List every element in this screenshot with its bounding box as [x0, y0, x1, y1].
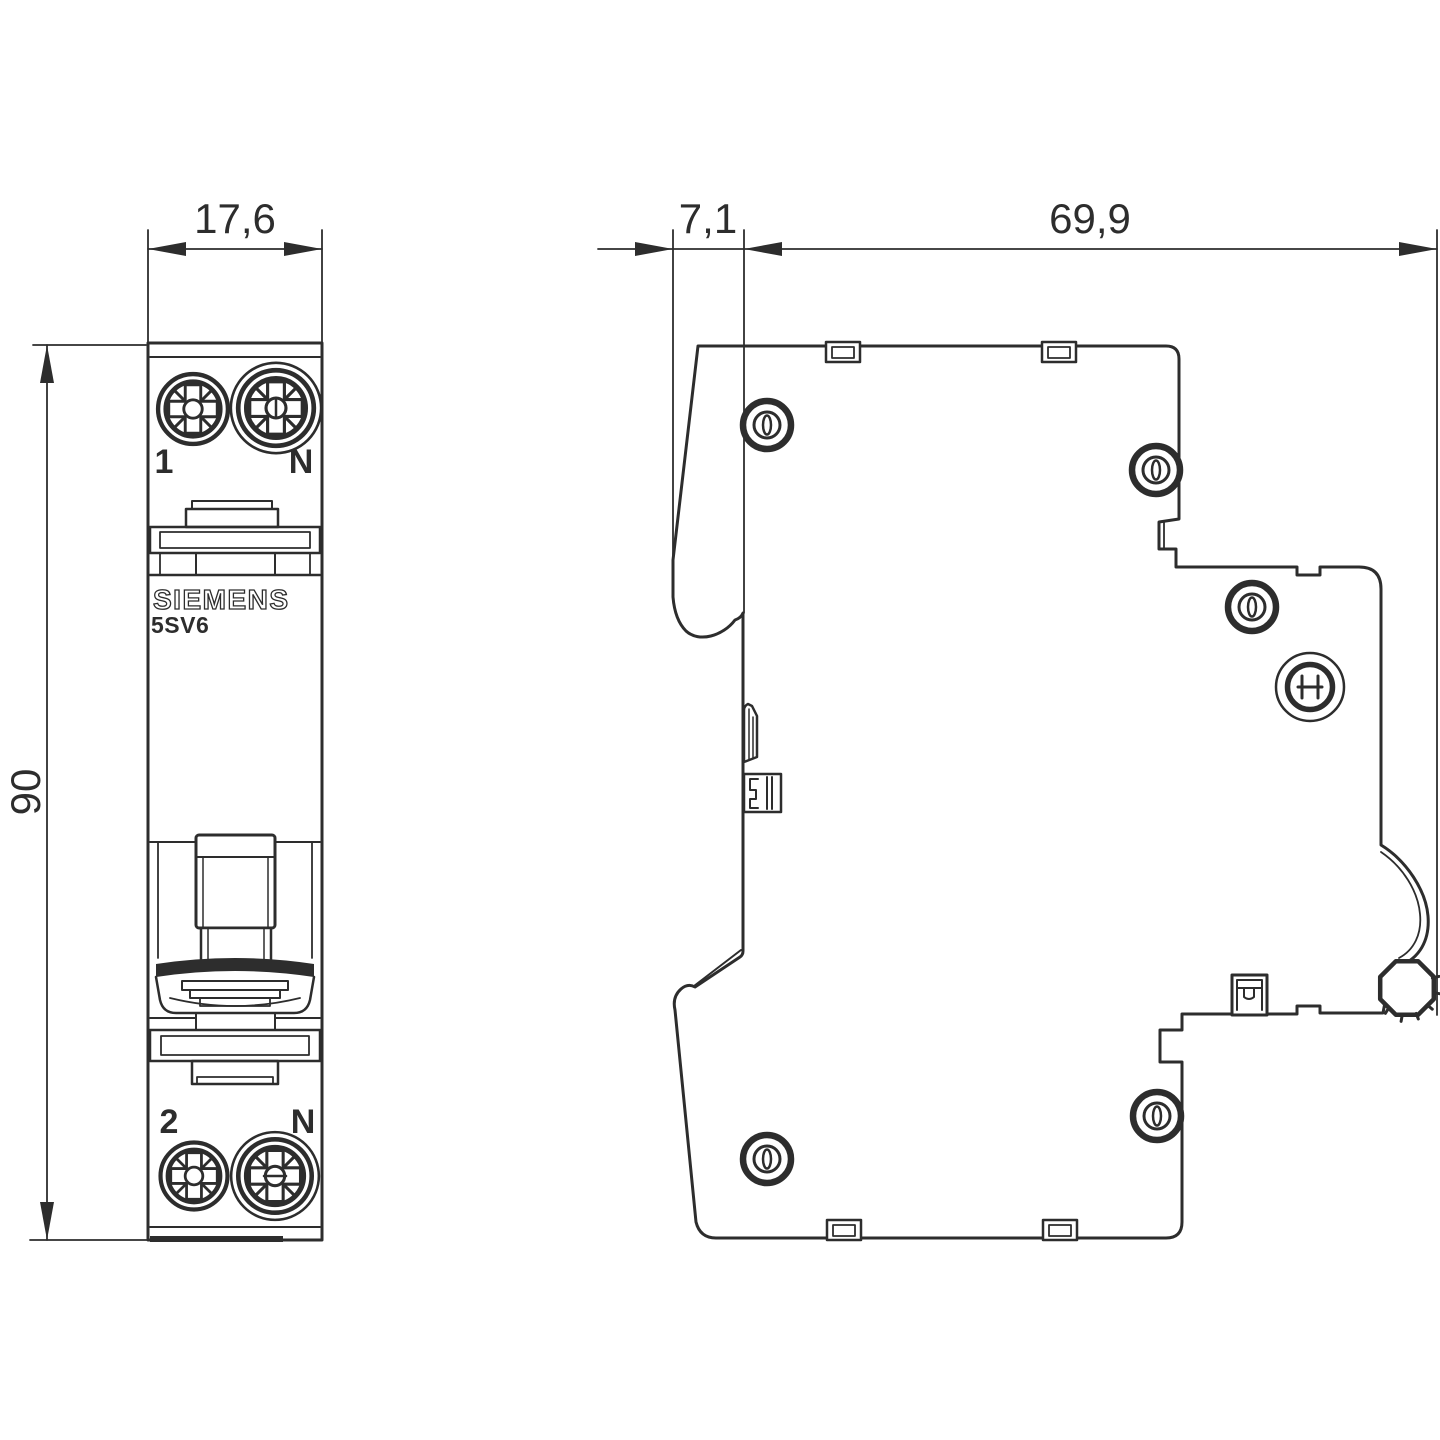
- dim-label-front-depth: 7,1: [679, 195, 737, 242]
- rivet-bottom-left: [743, 1135, 791, 1183]
- terminal-label-2: 2: [160, 1103, 179, 1141]
- step-center: [195, 552, 276, 576]
- busbar-tab: [184, 507, 280, 529]
- arrowhead: [744, 242, 782, 256]
- case-screw: [1274, 651, 1346, 723]
- terminal-label-n-top: N: [289, 443, 314, 481]
- arrowhead: [284, 242, 322, 256]
- lower-tab-lip: [196, 1076, 274, 1085]
- din-latch-bracket: [749, 778, 759, 809]
- busbar-band-inner: [159, 531, 311, 549]
- brand-label: SIEMENS: [153, 584, 290, 615]
- din-latch-bottom-notch: [1243, 987, 1255, 1000]
- front-view: 1 N SIEMENS 5SV6: [146, 341, 324, 1242]
- arrowhead: [40, 345, 54, 383]
- dim-label-height: 90: [2, 769, 49, 816]
- din-claw: [742, 702, 759, 764]
- side-body-outline: [671, 344, 1430, 1240]
- screw-terminal-1: [158, 374, 228, 444]
- arrowhead: [148, 242, 186, 256]
- arrowhead: [1399, 242, 1437, 256]
- front-body-outline: [146, 341, 324, 1242]
- model-label: 5SV6: [151, 612, 209, 638]
- terminal-label-n-bottom: N: [291, 1103, 316, 1141]
- top-tab-2: [1040, 340, 1078, 364]
- rivet-middle: [1228, 583, 1276, 631]
- screw-terminal-2: [161, 1143, 228, 1210]
- foot-wedge-line: [693, 949, 742, 987]
- rivet-top-left: [743, 401, 791, 449]
- bottom-tab-2: [1041, 1218, 1079, 1242]
- lower-band-inner: [160, 1035, 310, 1056]
- dimension-annotations: 17,6 7,1 69,9 90: [2, 195, 1438, 1241]
- toggle-neck: [199, 926, 273, 964]
- terminal-label-1: 1: [155, 443, 174, 481]
- din-latch-bottom-bar: [1236, 979, 1263, 989]
- knob-serrations: [1383, 974, 1440, 1023]
- dim-label-front-width: 17,6: [194, 195, 276, 242]
- top-tab-1: [824, 340, 862, 364]
- rivet-bottom-right: [1133, 1092, 1181, 1140]
- front-bottom-bar: [150, 1236, 283, 1242]
- side-view: [671, 340, 1440, 1242]
- dim-label-body-depth: 69,9: [1049, 195, 1131, 242]
- arrowhead: [40, 1202, 54, 1240]
- arrowhead: [635, 242, 673, 256]
- release-knob: [1377, 958, 1440, 1023]
- knob-body: [1377, 958, 1437, 1018]
- rocker-plate: [199, 997, 271, 1007]
- rivet-top-right: [1132, 446, 1180, 494]
- knob-groove-arc: [1380, 851, 1422, 959]
- rocker-top-band: [156, 958, 314, 977]
- toggle-lever: [194, 833, 277, 930]
- bottom-tab-1: [825, 1218, 863, 1242]
